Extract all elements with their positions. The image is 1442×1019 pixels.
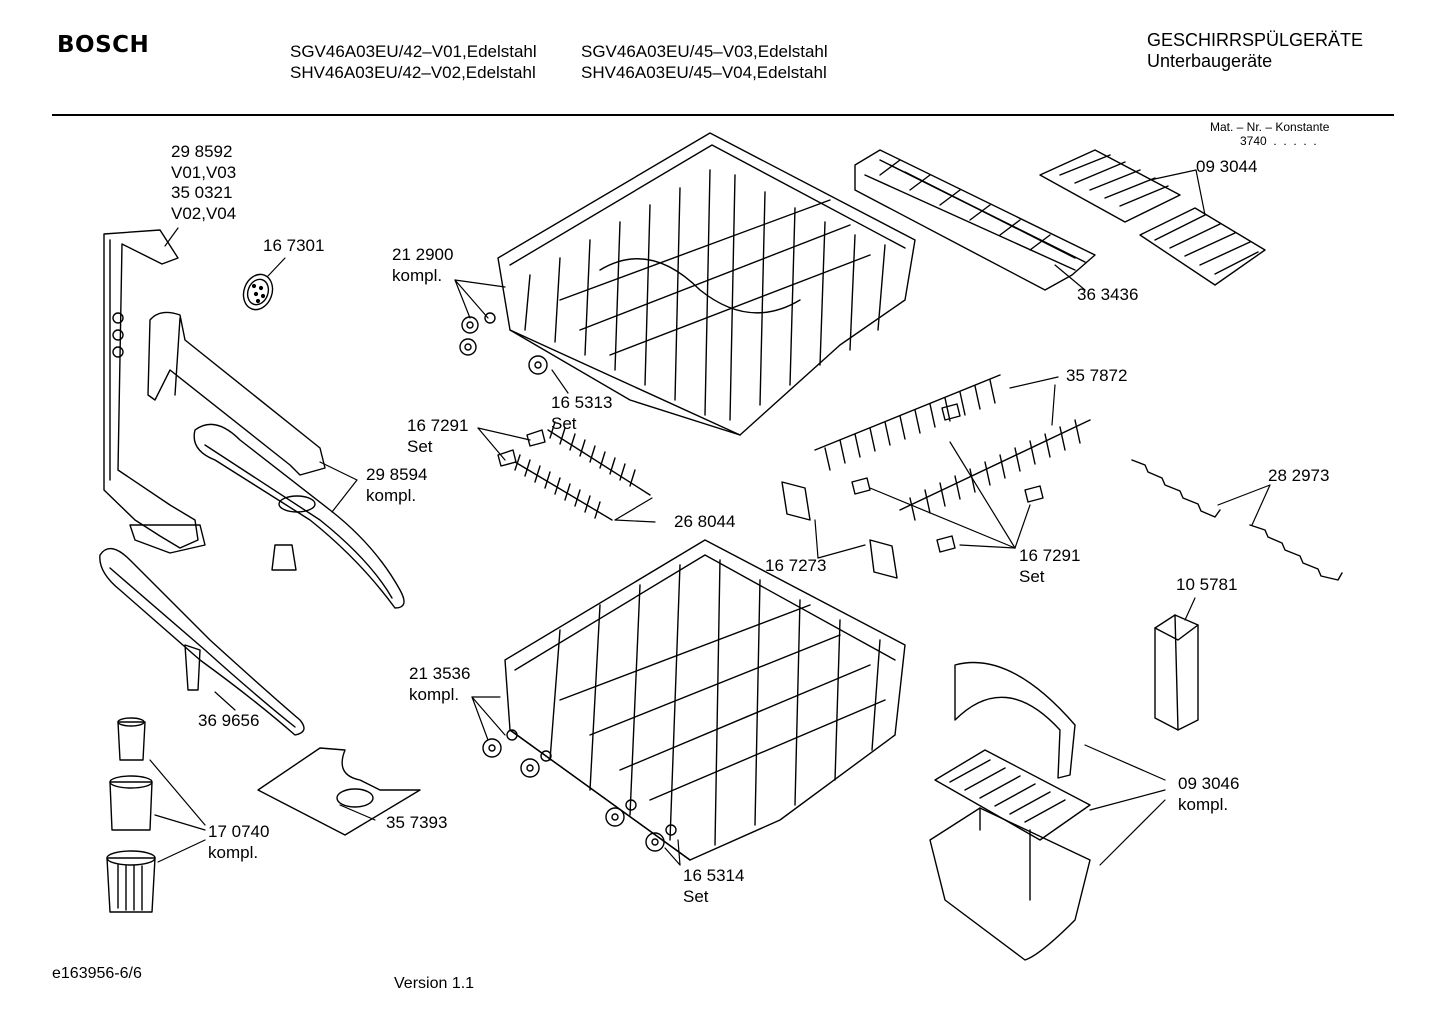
kompl-label: kompl. <box>409 684 460 704</box>
callout-167291-left: 16 7291 Set <box>407 416 468 457</box>
callout-167291-right: 16 7291 Set <box>1019 546 1080 587</box>
upper-basket-rollers <box>460 313 547 374</box>
leader-lines <box>150 170 1270 865</box>
material-constant: Mat. – Nr. – Konstante 3740 . . . . . <box>1210 120 1329 148</box>
callout-167301: 16 7301 <box>263 236 325 255</box>
model-list-left: SGV46A03EU/42–V01,Edelstahl SHV46A03EU/4… <box>290 41 537 83</box>
part-number: 21 2900 <box>392 245 454 264</box>
callout-298592: 29 8592 V01,V03 35 0321 V02,V04 <box>171 142 236 224</box>
product-category: GESCHIRRSPÜLGERÄTE Unterbaugeräte <box>1147 30 1363 72</box>
callout-105781: 10 5781 <box>1176 575 1238 594</box>
mat-label: Mat. – Nr. – Konstante <box>1210 120 1330 134</box>
model-line: SGV46A03EU/42–V01,Edelstahl <box>290 42 537 61</box>
callout-369656: 36 9656 <box>198 711 260 730</box>
callout-093046: 09 3046 kompl. <box>1178 774 1239 815</box>
model-list-right: SGV46A03EU/45–V03,Edelstahl SHV46A03EU/4… <box>581 41 828 83</box>
callout-165313: 16 5313 Set <box>551 393 612 434</box>
clip-set-left <box>498 430 545 466</box>
callout-165314: 16 5314 Set <box>683 866 744 907</box>
part-number: 16 7291 <box>407 416 469 435</box>
kompl-label: kompl. <box>1178 794 1229 814</box>
header-divider <box>52 114 1394 116</box>
model-line: SHV46A03EU/45–V04,Edelstahl <box>581 63 827 82</box>
part-number: 16 5314 <box>683 866 745 885</box>
part-number: 16 7291 <box>1019 546 1081 565</box>
part-number: 29 8594 <box>366 465 428 484</box>
upper-spray-arm <box>194 424 404 608</box>
cutlery-tray <box>855 150 1095 290</box>
clip-set-right <box>852 404 1043 552</box>
brand-logo: BOSCH <box>57 32 150 58</box>
tine-rack-268044 <box>515 422 650 520</box>
set-label: Set <box>551 413 577 433</box>
lower-spray-arm <box>100 549 304 735</box>
callout-298594: 29 8594 kompl. <box>366 465 427 506</box>
upper-spray-arm-pipe <box>104 230 205 553</box>
document-id: e163956-6/6 <box>52 965 142 982</box>
callout-282973: 28 2973 <box>1268 466 1330 485</box>
part-number: 17 0740 <box>208 822 270 841</box>
tray-insert-2 <box>1140 208 1265 285</box>
holder-167273 <box>782 482 897 578</box>
version-label: Version 1.1 <box>394 975 475 992</box>
set-label: Set <box>1019 566 1045 586</box>
part-number: 21 3536 <box>409 664 471 683</box>
sieve-plate <box>258 748 420 835</box>
kompl-label: kompl. <box>392 265 443 285</box>
tine-row-357872 <box>815 375 1090 520</box>
kompl-label: kompl. <box>366 485 417 505</box>
category-title: GESCHIRRSPÜLGERÄTE <box>1147 30 1364 50</box>
callout-357872: 35 7872 <box>1066 366 1128 385</box>
model-line: SHV46A03EU/42–V02,Edelstahl <box>290 63 536 82</box>
pipe-arm <box>148 312 325 475</box>
kompl-label: kompl. <box>208 842 259 862</box>
callout-268044: 26 8044 <box>674 512 736 531</box>
part-number: 35 0321 <box>171 183 233 202</box>
cutlery-basket <box>930 663 1090 961</box>
callout-357393: 35 7393 <box>386 813 448 832</box>
variant-label: V01,V03 <box>171 162 237 182</box>
filter-set <box>107 718 155 912</box>
callout-167273: 16 7273 <box>765 556 827 575</box>
mat-value: 3740 . . . . . <box>1240 134 1317 148</box>
model-line: SGV46A03EU/45–V03,Edelstahl <box>581 42 828 61</box>
set-label: Set <box>407 436 433 456</box>
part-number: 09 3046 <box>1178 774 1240 793</box>
callout-212900: 21 2900 kompl. <box>392 245 453 286</box>
box-105781 <box>1155 615 1198 730</box>
lower-basket-rollers <box>483 730 676 851</box>
part-number: 29 8592 <box>171 142 233 161</box>
lower-basket <box>505 540 905 860</box>
callout-213536: 21 3536 kompl. <box>409 664 470 705</box>
variant-label: V02,V04 <box>171 203 237 223</box>
callout-363436: 36 3436 <box>1077 285 1139 304</box>
callout-093044: 09 3044 <box>1196 157 1258 176</box>
tray-insert-1 <box>1040 150 1180 222</box>
callout-170740: 17 0740 kompl. <box>208 822 269 863</box>
part-number: 16 5313 <box>551 393 613 412</box>
upper-basket <box>498 133 915 435</box>
cap-167301 <box>239 270 278 313</box>
set-label: Set <box>683 886 709 906</box>
category-subtitle: Unterbaugeräte <box>1147 51 1273 71</box>
rack-282973 <box>1132 460 1342 580</box>
